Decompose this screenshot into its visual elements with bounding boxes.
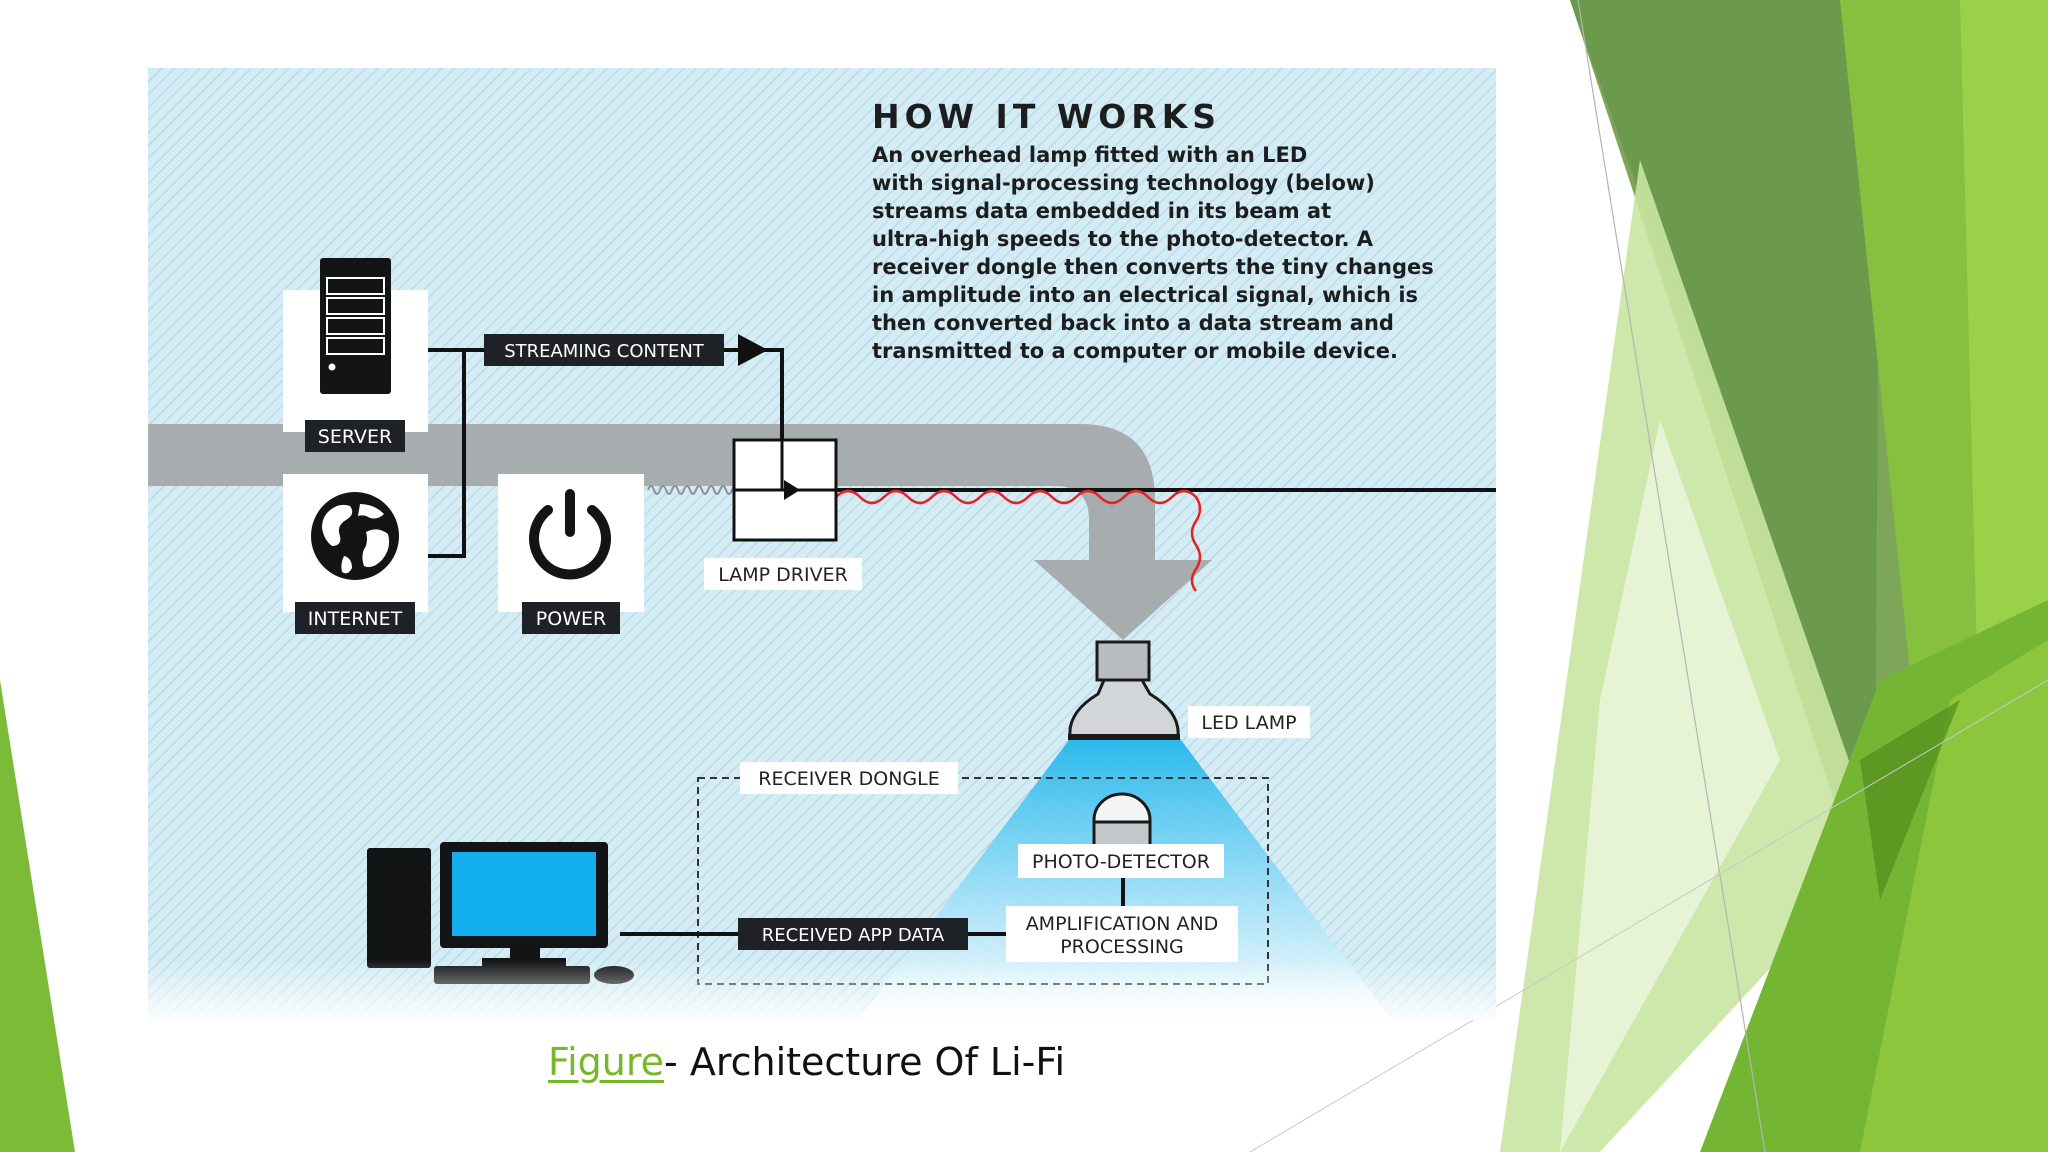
internet-label: INTERNET	[308, 608, 403, 630]
arrow-right-icon	[738, 334, 768, 366]
signal-wave	[835, 489, 1202, 592]
power-node: POWER	[498, 474, 644, 634]
server-node: SERVER	[283, 258, 428, 452]
led-lamp-icon	[1068, 640, 1180, 740]
streaming-content-label: STREAMING CONTENT	[484, 334, 768, 366]
power-icon	[529, 489, 611, 580]
description-line: then converted back into a data stream a…	[872, 311, 1394, 335]
description-line: with signal-processing technology (below…	[872, 171, 1375, 195]
description-line: in amplitude into an electrical signal, …	[872, 283, 1418, 307]
amplification-block: AMPLIFICATION AND PROCESSING	[1006, 906, 1238, 962]
description-line: transmitted to a computer or mobile devi…	[872, 339, 1398, 363]
led-lamp-label: LED LAMP	[1201, 712, 1296, 734]
server-icon	[320, 258, 391, 394]
photo-detector-label-group: PHOTO-DETECTOR	[1018, 844, 1224, 878]
power-coil	[647, 485, 739, 495]
streaming-content-text: STREAMING CONTENT	[504, 341, 705, 362]
amplification-label-line1: AMPLIFICATION AND	[1026, 913, 1219, 935]
diagram-bottom-fade	[148, 960, 1496, 1020]
received-app-data-label: RECEIVED APP DATA	[762, 925, 945, 946]
decorative-green-facets	[1249, 0, 2048, 1152]
lamp-driver-label: LAMP DRIVER	[718, 564, 848, 586]
description-line: streams data embedded in its beam at	[872, 199, 1331, 223]
photo-detector-label: PHOTO-DETECTOR	[1032, 851, 1210, 873]
description-line: ultra-high speeds to the photo-detector.…	[872, 227, 1374, 251]
receiver-dongle-label: RECEIVER DONGLE	[758, 768, 939, 790]
receiver-dongle-label-group: RECEIVER DONGLE	[740, 762, 958, 794]
figure-caption-text: - Architecture Of Li-Fi	[664, 1040, 1065, 1084]
diagram-description: An overhead lamp fitted with an LED with…	[872, 143, 1434, 363]
received-app-data-label-group: RECEIVED APP DATA	[738, 918, 968, 950]
globe-icon	[311, 492, 399, 580]
led-lamp-label-group: LED LAMP	[1188, 706, 1310, 738]
lamp-driver: LAMP DRIVER	[704, 438, 862, 590]
amplification-label-line2: PROCESSING	[1060, 936, 1184, 958]
figure-caption: Figure- Architecture Of Li-Fi	[548, 1040, 1065, 1084]
server-label: SERVER	[318, 426, 392, 448]
description-line: An overhead lamp fitted with an LED	[872, 143, 1307, 167]
computer-icon	[367, 842, 634, 984]
figure-link[interactable]: Figure	[548, 1040, 665, 1084]
photo-detector-icon	[1092, 792, 1152, 848]
internet-node: INTERNET	[283, 474, 428, 634]
decorative-left-facet	[0, 680, 75, 1152]
power-label: POWER	[536, 608, 606, 630]
diagram-heading: HOW IT WORKS	[872, 97, 1221, 136]
description-line: receiver dongle then converts the tiny c…	[872, 255, 1434, 279]
